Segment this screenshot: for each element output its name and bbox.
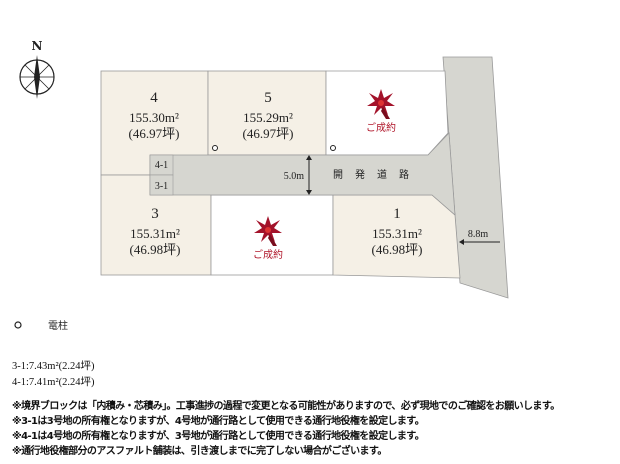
ribbon-icon xyxy=(254,216,282,246)
ribbon-icon xyxy=(367,89,395,119)
main-road-width-arrow xyxy=(459,239,500,245)
road-width-label: 5.0m xyxy=(284,171,305,182)
north-label: N xyxy=(32,39,43,53)
lot-4-tsubo: (46.97坪) xyxy=(129,126,180,141)
utility-pole-legend-label: 電柱 xyxy=(48,319,68,332)
road-width-arrow xyxy=(306,155,312,195)
area-3-1: 3-1:7.43m²(2.24坪) xyxy=(12,361,95,372)
main-road-width-label: 8.8m xyxy=(468,229,489,240)
lot-1-tsubo: (46.98坪) xyxy=(372,242,423,257)
sold-label: ご成約 xyxy=(366,121,396,134)
strip-3-1 xyxy=(149,174,174,196)
strip-4-1-label: 4-1 xyxy=(155,160,168,171)
lot-4-number: 4 xyxy=(150,90,158,106)
note-4: ※通行地役権部分のアスファルト舗装は、引き渡しまでに完了しない場合がございます。 xyxy=(12,446,387,457)
lot-1-number: 1 xyxy=(393,206,401,222)
lot-3-tsubo: (46.98坪) xyxy=(130,242,181,257)
utility-pole-icon xyxy=(212,145,218,151)
note-1: ※境界ブロックは「内積み・芯積み」。工事進捗の過程で変更となる可能性がありますの… xyxy=(12,401,560,412)
note-2: ※3-1は3号地の所有権となりますが、4号地が通行路として使用できる通行地役権を… xyxy=(12,416,425,427)
lot-5-number: 5 xyxy=(264,90,272,106)
lot-3-area: 155.31m² xyxy=(130,226,180,241)
utility-pole-legend-icon xyxy=(14,321,22,329)
lot-4-area: 155.30m² xyxy=(129,110,179,125)
lot-5-tsubo: (46.97坪) xyxy=(243,126,294,141)
lot-1-area: 155.31m² xyxy=(372,226,422,241)
utility-pole-icon xyxy=(330,145,336,151)
note-3: ※4-1は4号地の所有権となりますが、3号地が通行路として使用できる通行地役権を… xyxy=(12,431,425,442)
lot-3-number: 3 xyxy=(151,206,159,222)
area-4-1: 4-1:7.41m²(2.24坪) xyxy=(12,377,95,388)
strip-3-1-label: 3-1 xyxy=(155,181,168,192)
compass-icon: N xyxy=(19,39,55,99)
sold-label: ご成約 xyxy=(253,248,283,261)
road-label: 開発道路 xyxy=(333,168,421,181)
lot-5-area: 155.29m² xyxy=(243,110,293,125)
